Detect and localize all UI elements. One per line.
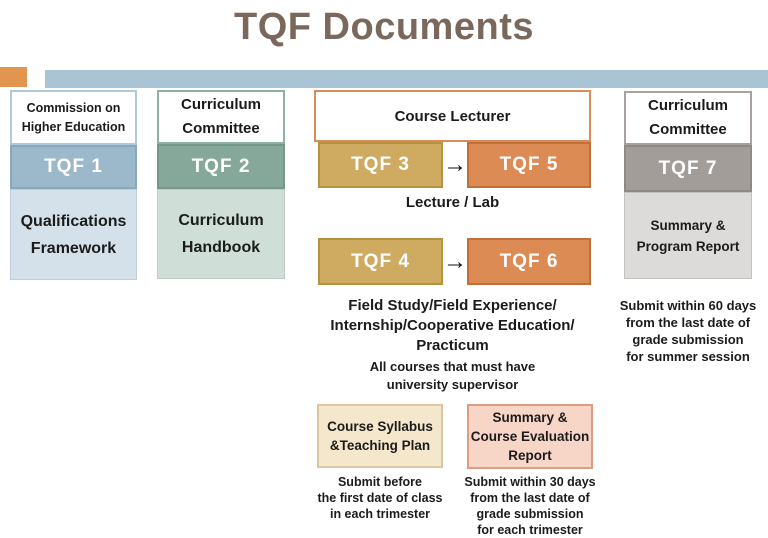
course-lecturer-owner-box: Course Lecturer [314, 90, 591, 142]
tqf7-owner-box: Curriculum Committee [624, 91, 752, 145]
column-course-lecturer: Course Lecturer TQF 3 → TQF 5 Lecture / … [314, 90, 596, 538]
university-supervisor-note: All courses that must have university su… [369, 359, 536, 392]
syllabus-submit-note: Submit before the first date of class in… [317, 475, 443, 521]
tqf1-document-box: Qualifications Framework [10, 189, 137, 280]
tqf1-box: TQF 1 [10, 145, 137, 189]
tqf1-owner-box: Commission on Higher Education [10, 90, 137, 145]
arrow-right-icon: → [443, 247, 467, 275]
arrow-right-icon: → [443, 151, 467, 178]
accent-bar-decoration [45, 70, 768, 88]
column-tqf2: Curriculum Committee TQF 2 Curriculum Ha… [157, 90, 285, 279]
course-evaluation-box: Summary & Course Evaluation Report [467, 404, 593, 469]
tqf4-box: TQF 4 [318, 238, 443, 285]
column-tqf7: Curriculum Committee TQF 7 Summary & Pro… [618, 91, 758, 365]
tqf2-owner-box: Curriculum Committee [157, 90, 285, 144]
evaluation-submit-note: Submit within 30 days from the last date… [464, 475, 596, 537]
tqf3-box: TQF 3 [318, 142, 443, 188]
lecture-lab-caption: Lecture / Lab [405, 194, 500, 211]
field-study-caption: Field Study/Field Experience/ Internship… [330, 297, 575, 354]
tqf2-document-box: Curriculum Handbook [157, 189, 285, 279]
column-tqf1: Commission on Higher Education TQF 1 Qua… [10, 90, 137, 280]
accent-square-decoration [0, 67, 27, 87]
tqf6-box: TQF 6 [467, 238, 591, 285]
tqf7-submit-note: Submit within 60 days from the last date… [619, 298, 757, 364]
tqf2-box: TQF 2 [157, 144, 285, 189]
tqf5-box: TQF 5 [467, 142, 591, 188]
tqf7-box: TQF 7 [624, 145, 752, 192]
tqf7-document-box: Summary & Program Report [624, 192, 752, 279]
course-syllabus-box: Course Syllabus &Teaching Plan [317, 404, 443, 468]
page-title: TQF Documents [234, 6, 534, 48]
